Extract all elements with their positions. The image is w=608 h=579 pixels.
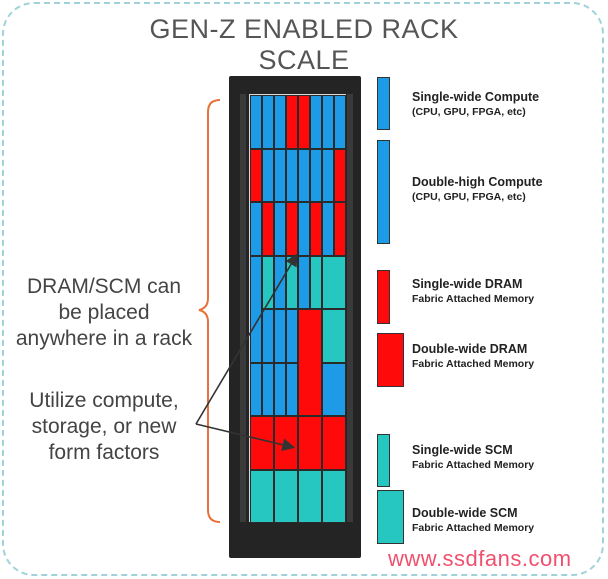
legend-sub: (CPU, GPU, FPGA, etc) (412, 106, 526, 118)
legend-item-double-compute: Double-high Compute (CPU, GPU, FPGA, etc… (412, 175, 543, 204)
legend-item-double-dram: Double-wide DRAM Fabric Attached Memory (412, 342, 534, 371)
rack-module-compute (274, 148, 286, 202)
rack-module-compute (262, 95, 274, 149)
rack-module-compute (298, 255, 310, 309)
legend-main: Double-wide DRAM (412, 342, 528, 356)
legend-main: Single-wide DRAM (412, 277, 523, 291)
rack-module-compute (286, 148, 298, 202)
rack-left-rail (240, 94, 246, 522)
rack-module-dram (322, 416, 346, 470)
rack-right-rail (347, 94, 353, 522)
rack-module-scm (250, 469, 274, 523)
legend-main: Single-wide Compute (412, 90, 540, 104)
rack-module-compute (274, 309, 286, 363)
rack-module-compute (250, 95, 262, 149)
rack-module-compute (262, 362, 274, 416)
legend-item-single-dram: Single-wide DRAM Fabric Attached Memory (412, 277, 534, 306)
rack-module-scm (322, 255, 346, 309)
rack-module-compute (310, 148, 322, 202)
dram-scm-label: DRAM/SCM can be placed anywhere in a rac… (4, 274, 204, 352)
rack-module-dram (298, 309, 322, 416)
dram-scm-line-2: be placed (58, 301, 150, 324)
legend-swatch-double-compute (377, 140, 390, 244)
rack-module-compute (298, 148, 310, 202)
dram-scm-line-1: DRAM/SCM can (26, 275, 182, 298)
title-line-2: SCALE (258, 45, 350, 75)
legend-sub: Fabric Attached Memory (412, 293, 535, 305)
utilize-line-3: form factors (48, 441, 160, 464)
rack-module-dram (262, 202, 274, 256)
rack-module-compute (322, 202, 334, 256)
rack-module-compute (274, 202, 286, 256)
rack-module-compute (250, 255, 262, 363)
rack-module-compute (322, 95, 334, 149)
rack-module-compute (286, 362, 298, 416)
legend-swatch-single-compute (377, 77, 390, 130)
utilize-label: Utilize compute, storage, or new form fa… (12, 388, 196, 466)
diagram-title: GEN-Z ENABLED RACK SCALE (0, 14, 608, 76)
rack-module-compute (322, 362, 346, 416)
rack-module-scm (322, 469, 346, 523)
rack-module-dram (310, 202, 322, 256)
legend-main: Double-wide SCM (412, 506, 518, 520)
legend-sub: Fabric Attached Memory (412, 459, 535, 471)
legend-swatch-double-dram (377, 333, 404, 387)
rack-module-compute (274, 95, 286, 149)
legend-sub: Fabric Attached Memory (412, 522, 535, 534)
legend-sub: Fabric Attached Memory (412, 358, 535, 370)
rack-module-dram (298, 95, 310, 149)
utilize-line-1: Utilize compute, (29, 389, 179, 412)
rack-module-scm (322, 309, 346, 363)
rack-module-compute (310, 95, 322, 149)
legend-item-single-compute: Single-wide Compute (CPU, GPU, FPGA, etc… (412, 90, 539, 119)
legend-item-single-scm: Single-wide SCM Fabric Attached Memory (412, 443, 534, 472)
dram-scm-line-3: anywhere in a rack (15, 327, 193, 350)
rack-module-scm (274, 469, 298, 523)
rack-module-compute (286, 309, 298, 363)
legend-sub: (CPU, GPU, FPGA, etc) (412, 191, 526, 203)
rack-module-compute (262, 309, 274, 363)
rack-module-compute (250, 362, 262, 416)
legend-main: Single-wide SCM (412, 443, 513, 457)
title-line-1: GEN-Z ENABLED RACK (149, 14, 459, 44)
rack-module-compute (298, 202, 310, 256)
rack-module-dram (334, 202, 346, 256)
legend-swatch-single-dram (377, 270, 390, 324)
rack-module-compute (250, 202, 262, 256)
rack-module-scm (298, 469, 322, 523)
rack-module-compute (274, 362, 286, 416)
rack-module-compute (262, 148, 274, 202)
rack-module-compute (334, 95, 346, 149)
legend-swatch-single-scm (377, 434, 390, 487)
legend-item-double-scm: Double-wide SCM Fabric Attached Memory (412, 506, 534, 535)
rack-module-dram (334, 148, 346, 202)
rack-module-dram (286, 95, 298, 149)
rack-module-dram (298, 416, 322, 470)
legend-swatch-double-scm (377, 490, 404, 544)
watermark: www.ssdfans.com (388, 546, 572, 571)
utilize-line-2: storage, or new (31, 415, 177, 438)
rack-module-compute (322, 148, 334, 202)
rack-module-dram (250, 148, 262, 202)
legend-main: Double-high Compute (412, 175, 543, 189)
rack-module-scm (310, 255, 322, 309)
rack-module-scm (262, 255, 274, 309)
